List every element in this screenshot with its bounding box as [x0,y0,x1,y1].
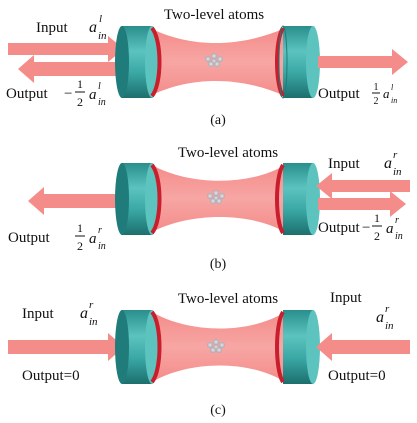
svg-text:a: a [386,221,394,237]
panel-a-right-output-label: Output [318,86,361,102]
svg-text:a: a [384,155,392,172]
panel-b-left-output-value: 1 2 a r in [75,221,106,253]
svg-text:2: 2 [77,239,83,253]
panel-a-right-mirror [275,25,320,99]
svg-text:−: − [362,220,370,236]
panel-c-atom-cloud [207,339,225,353]
svg-text:a: a [383,86,390,101]
panel-b-left-output-label: Output [8,230,51,246]
panel-a-input-symbol: a l in [89,13,107,42]
panel-c-left-input-arrow [8,333,124,361]
svg-text:a: a [89,87,97,103]
svg-text:r: r [393,149,398,161]
panel-a-input-arrow [8,36,124,62]
panel-c-left-mirror [115,310,162,384]
panel-c-right-mirror [275,310,320,384]
svg-text:in: in [98,97,106,108]
panel-b-right-output-value: − 1 2 a r in [362,211,403,243]
svg-text:1: 1 [374,211,380,225]
panel-a-left-output-arrow [18,55,124,83]
svg-text:2: 2 [374,229,380,243]
panel-a-left-output-value: − 1 2 a l in [64,77,106,109]
svg-text:l: l [98,81,101,92]
svg-text:in: in [393,166,402,178]
panel-b-right-mirror [275,163,320,235]
panel-c-left-input-label: Input [22,306,54,322]
panel-b-right-output-label: Output [318,220,361,236]
panel-b-input-arrow [316,173,410,199]
svg-text:l: l [99,13,102,25]
svg-text:in: in [391,96,397,105]
svg-text:r: r [385,303,390,315]
panel-a-right-output-arrow [318,49,408,75]
svg-text:in: in [98,241,106,252]
panel-a-left-output-label: Output [6,86,49,102]
panel-b-title: Two-level atoms [178,145,278,161]
panel-c-right-input-arrow [316,333,410,361]
svg-text:in: in [395,231,403,242]
svg-text:l: l [391,83,394,92]
svg-text:in: in [89,316,98,328]
panel-a-atom-cloud [205,53,223,67]
svg-text:1: 1 [374,82,379,93]
panel-b-left-output-arrow [28,187,124,215]
svg-text:1: 1 [77,221,83,235]
panel-a: Two-level atoms Input [6,7,408,128]
svg-text:r: r [395,215,399,226]
svg-text:2: 2 [77,95,83,109]
svg-text:1: 1 [77,77,83,91]
panel-a-caption: (a) [210,113,226,128]
panel-b-caption: (b) [210,257,227,272]
panel-c-title: Two-level atoms [178,291,278,307]
panel-c-right-output: Output=0 [328,368,386,384]
panel-b-atom-cloud [207,190,225,204]
panel-c: Two-level atoms Input a r in In [8,290,410,418]
svg-text:−: − [64,86,72,102]
panel-c-right-input-label: Input [330,290,362,306]
svg-text:a: a [376,309,384,326]
panel-a-title: Two-level atoms [164,7,264,23]
panel-c-caption: (c) [210,403,226,418]
svg-text:in: in [385,320,394,332]
panel-c-left-output: Output=0 [22,368,80,384]
svg-text:2: 2 [374,96,379,107]
panel-a-input-label: Input [36,20,68,36]
panel-b-left-mirror [115,163,162,235]
panel-a-right-output-value: 1 2 a l in [372,82,397,107]
panel-b-input-symbol: a r in [384,149,402,178]
svg-text:in: in [98,30,107,42]
panel-b: Two-level atoms Input a r in [8,145,410,272]
svg-text:r: r [98,225,102,236]
svg-text:a: a [89,19,97,36]
panel-a-left-mirror [115,26,162,98]
svg-text:r: r [89,299,94,311]
panel-c-left-input-symbol: a r in [80,299,98,328]
panel-b-right-output-arrow [318,191,406,217]
svg-text:a: a [89,231,97,247]
panel-b-input-label: Input [328,156,360,172]
panel-c-right-input-symbol: a r in [376,303,394,332]
svg-text:a: a [80,305,88,322]
